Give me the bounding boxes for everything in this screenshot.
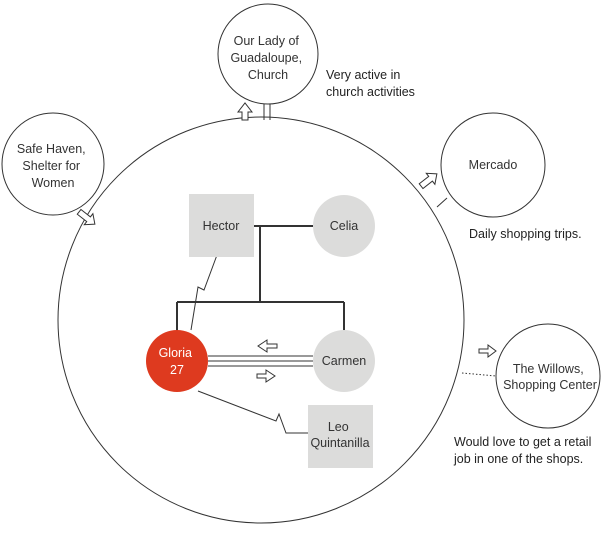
gloria-carmen-connection [208,355,313,367]
arrow-up-right-icon [418,172,438,190]
mercado-connection [436,197,448,208]
church-note: Very active in church activities [326,68,415,99]
church-label: Our Lady of Guadaloupe, Church [230,34,305,82]
arrow-right-icon [256,369,276,383]
leo-label: Leo Quintanilla [310,420,369,450]
gloria-label: Gloria 27 [159,346,196,377]
mercado-label: Mercado [469,158,518,172]
church-node: Our Lady of Guadaloupe, Church [217,3,319,105]
leo-node: Leo Quintanilla [308,405,373,468]
family-lines [176,225,345,332]
hector-gloria-conflict [190,254,218,331]
willows-connection [461,372,497,377]
mercado-note: Daily shopping trips. [469,227,582,241]
household-circle [57,116,465,524]
carmen-label: Carmen [322,354,367,368]
shelter-node: Safe Haven, Shelter for Women [1,112,105,216]
mercado-node: Mercado [440,112,546,218]
hector-node: Hector [189,194,254,257]
shelter-label: Safe Haven, Shelter for Women [17,142,89,190]
celia-node: Celia [313,195,375,257]
carmen-node: Carmen [313,330,375,392]
celia-label: Celia [330,219,359,233]
gloria-node: Gloria 27 [146,330,208,392]
gloria-leo-conflict [197,390,308,434]
arrow-up-icon [236,102,254,121]
arrow-down-right-icon [76,208,96,226]
church-connection [263,104,271,120]
willows-node: The Willows, Shopping Center [495,323,601,429]
arrow-right-icon [478,344,497,358]
arrow-left-icon [257,339,278,353]
hector-label: Hector [203,219,240,233]
willows-label: The Willows, Shopping Center [503,362,597,392]
willows-note: Would love to get a retail job in one of… [453,435,595,466]
